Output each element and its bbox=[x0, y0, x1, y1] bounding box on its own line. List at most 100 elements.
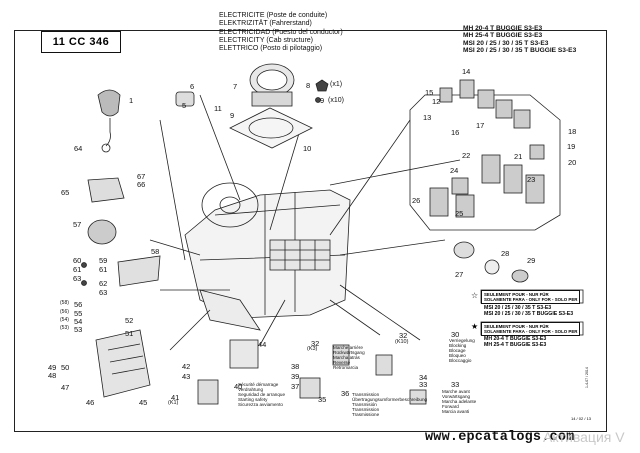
part-number-45: 45 bbox=[139, 398, 148, 407]
part-number-65: 65 bbox=[61, 188, 70, 197]
part-number-17: 16 bbox=[451, 128, 460, 137]
note-32-fr: Marche arrière bbox=[333, 345, 363, 350]
part-number-61: 61 bbox=[73, 265, 82, 274]
part-number-51: 51 bbox=[125, 329, 134, 338]
part-number-67: 67 bbox=[137, 172, 146, 181]
note-40-fr: Sécurité démarrage bbox=[238, 382, 279, 387]
part-number-32: 32 bbox=[311, 339, 320, 348]
note-33-de: Vorwärtsgang bbox=[442, 394, 471, 399]
part-number-18: 17 bbox=[476, 121, 485, 130]
part-number-11: 10 bbox=[303, 144, 312, 153]
part-number-33b: 33 bbox=[451, 380, 460, 389]
spec-54: (54) bbox=[60, 317, 69, 323]
part-number-59: 59 bbox=[99, 256, 108, 265]
part-number-38: 38 bbox=[291, 362, 300, 371]
spec-56: (56) bbox=[60, 309, 69, 315]
model-group-a: MSI 20 / 25 / 30 / 35 T S3-E3 MSI 20 / 2… bbox=[484, 305, 573, 318]
part-number-40: 40 bbox=[234, 382, 243, 391]
note-36: Transmission Übertragungsumformerbeschre… bbox=[352, 392, 427, 417]
part-number-8: 8 bbox=[306, 81, 311, 90]
part-number-63b: 63 bbox=[99, 288, 108, 297]
note-33-en: Forward bbox=[442, 404, 459, 409]
star-box-outline-line1: SEULEMENT POUR - NUR FÜR bbox=[484, 292, 549, 297]
part-number-31: 30 bbox=[451, 330, 460, 339]
part-number-6: 6 bbox=[190, 82, 195, 91]
part-number-60: 60 bbox=[73, 256, 82, 265]
note-31-es: Bloqueo bbox=[449, 353, 466, 358]
part-number-21: 20 bbox=[568, 158, 577, 167]
part-number-50: 50 bbox=[61, 363, 70, 372]
note-33-es: Marcha adelante bbox=[442, 399, 477, 404]
part-number-52: 52 bbox=[125, 316, 134, 325]
note-36-it: Trasmissione bbox=[352, 412, 380, 417]
part-number-5: 5 bbox=[182, 101, 187, 110]
part-number-1: 1 bbox=[129, 96, 134, 105]
part-number-62: 62 bbox=[99, 279, 108, 288]
part-number-61b: 61 bbox=[99, 265, 108, 274]
title-fr: ELECTRICITE (Poste de conduite) bbox=[219, 12, 328, 19]
note-40-it: Sicurezza avviamento bbox=[238, 402, 283, 407]
note-32: Marche arrière Rückwärtsgang Marcha atrá… bbox=[333, 345, 365, 370]
note-40-en: Starting safety bbox=[238, 397, 268, 402]
part-number-28: 27 bbox=[455, 270, 464, 279]
note-31-a: Blocking bbox=[449, 343, 467, 348]
note-31-de: Verriegelung bbox=[449, 338, 475, 343]
part-number-48: 48 bbox=[48, 371, 57, 380]
note-33: Marche avant Vorwärtsgang Marcha adelant… bbox=[442, 389, 476, 414]
footer-date: 14 / 02 / 13 bbox=[571, 416, 592, 421]
note-31-it: Bloccaggio bbox=[449, 358, 472, 363]
part-number-39: 39 bbox=[291, 372, 300, 381]
part-number-23: 22 bbox=[462, 151, 471, 160]
part-number-44: 44 bbox=[258, 340, 267, 349]
note-36-es: Transmisión bbox=[352, 402, 377, 407]
reference-code-box: 11 CC 346 bbox=[41, 31, 121, 53]
callout-x10: (x10) bbox=[328, 97, 344, 104]
spec-58: (58) bbox=[60, 300, 69, 306]
model-group-b: MH 20-4 T BUGGIE S3-E3 MH 25-4 T BUGGIE … bbox=[484, 336, 546, 349]
star-box-outline: SEULEMENT POUR - NUR FÜR SOLAMENTE PARA … bbox=[481, 290, 581, 305]
part-number-34: 34 bbox=[419, 373, 428, 382]
note-40: Sécurité démarrage Verdrahtung Seguridad… bbox=[238, 382, 285, 407]
model-group-a-2: MSI 20 / 25 / 30 / 35 T BUGGIE S3-E3 bbox=[484, 311, 574, 318]
model-4: MSI 20 / 25 / 30 / 35 T BUGGIE S3-E3 bbox=[463, 47, 577, 55]
part-number-15: 14 bbox=[462, 67, 471, 76]
part-number-46: 46 bbox=[86, 398, 95, 407]
side-code: 1-4-07 / 2014 bbox=[585, 367, 589, 388]
part-number-63: 63 bbox=[73, 274, 82, 283]
title-es: ELECTRICIDAD (Puesto del conductor) bbox=[219, 28, 343, 36]
note-40-de: Verdrahtung bbox=[238, 387, 264, 392]
part-number-30: 29 bbox=[527, 256, 536, 265]
model-1: MH 20-4 T BUGGIE S3-E3 bbox=[463, 25, 543, 32]
model-group-b-1: MH 20-4 T BUGGIE S3-E3 bbox=[484, 336, 547, 342]
part-number-43: 43 bbox=[182, 372, 191, 381]
note-32-es: Marcha atrás bbox=[333, 355, 360, 360]
title-it: ELETTRICO (Posto di pilotaggio) bbox=[219, 45, 323, 53]
title-en: ELECTRICITY (Cab structure) bbox=[219, 36, 314, 44]
star-box-filled: SEULEMENT POUR - NUR FÜR SOLAMENTE PARA … bbox=[481, 322, 581, 337]
part-number-22: 21 bbox=[514, 152, 523, 161]
star-box-filled-line2: SOLAMENTE PARA - ONLY FOR - SOLO PER bbox=[484, 329, 578, 335]
part-number-56: 56 bbox=[74, 300, 83, 309]
note-31-fr: Blocage bbox=[449, 348, 466, 353]
callout-k1-a: (K1) bbox=[168, 400, 179, 406]
star-filled-icon: ★ bbox=[471, 322, 479, 331]
part-number-14: 13 bbox=[423, 113, 432, 122]
note-36-de: Übertragungsumformerbeschreibung bbox=[352, 397, 428, 402]
part-number-33: 33 bbox=[419, 380, 428, 389]
part-number-16: 15 bbox=[425, 88, 434, 97]
part-number-57: 57 bbox=[73, 220, 82, 229]
model-3: MSI 20 / 25 / 30 / 35 T S3-E3 bbox=[463, 39, 549, 47]
note-36-fr: Transmission bbox=[352, 392, 380, 397]
part-number-55: 55 bbox=[74, 309, 83, 318]
model-group-a-1: MSI 20 / 25 / 30 / 35 T S3-E3 bbox=[484, 305, 552, 311]
star-box-outline-line2: SOLAMENTE PARA - ONLY FOR - SOLO PER bbox=[484, 297, 578, 303]
note-31: Verriegelung Blocking Blocage Bloqueo Bl… bbox=[449, 338, 475, 363]
part-number-20: 19 bbox=[567, 142, 576, 151]
part-number-35: 35 bbox=[318, 395, 327, 404]
part-number-29: 28 bbox=[501, 249, 510, 258]
note-32-en: Reverse bbox=[333, 360, 351, 365]
activation-overlay: Активация V bbox=[543, 429, 625, 445]
part-number-49: 49 bbox=[48, 363, 57, 372]
